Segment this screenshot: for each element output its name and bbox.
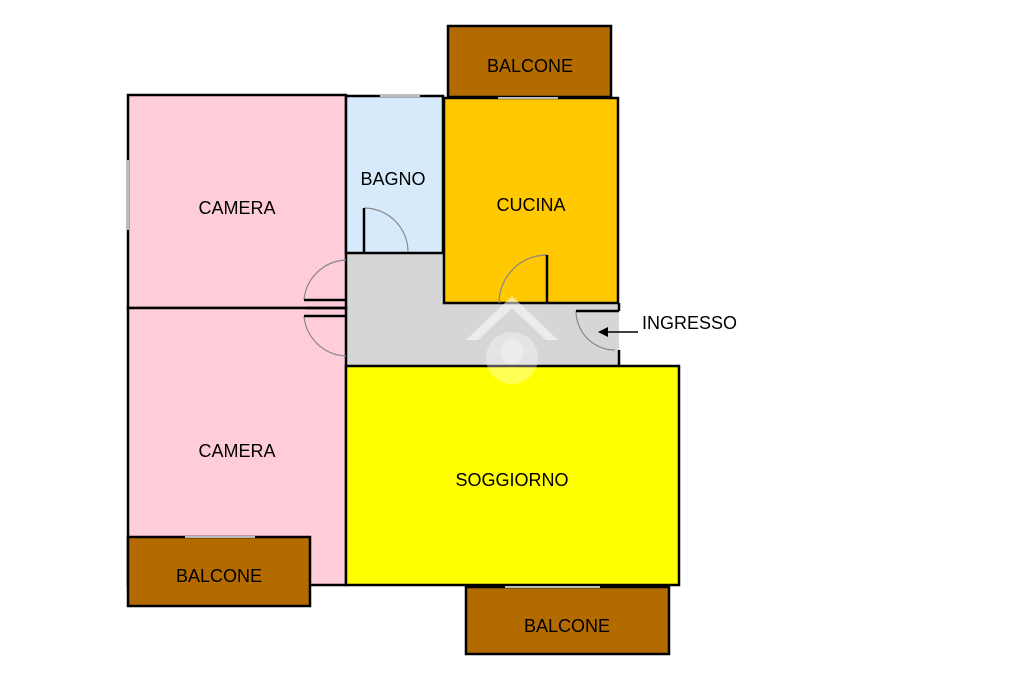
- balcony-bottom-label: BALCONE: [524, 616, 610, 636]
- door-cucina: [498, 254, 549, 304]
- balcony-top-label: BALCONE: [487, 56, 573, 76]
- room-bagno: [344, 94, 445, 255]
- door-camera-top: [303, 259, 347, 302]
- room-camera-top-label: CAMERA: [198, 198, 275, 218]
- balcony-left-label: BALCONE: [176, 566, 262, 586]
- room-soggiorno-label: SOGGIORNO: [455, 470, 568, 490]
- arrow-left-icon: [598, 327, 638, 337]
- room-camera-bottom-label: CAMERA: [198, 441, 275, 461]
- door-camera-bottom: [303, 314, 347, 357]
- room-cucina: [442, 96, 620, 305]
- room-bagno-label: BAGNO: [360, 169, 425, 189]
- balcony-left: [126, 535, 312, 608]
- watermark-house-icon: [466, 296, 558, 384]
- room-soggiorno: [344, 364, 681, 587]
- room-camera-top: [126, 93, 348, 310]
- door-ingresso: [575, 309, 619, 351]
- entrance-label: INGRESSO: [642, 313, 737, 333]
- room-cucina-label: CUCINA: [496, 195, 565, 215]
- balcony-bottom: [464, 585, 671, 656]
- door-bagno: [362, 207, 409, 253]
